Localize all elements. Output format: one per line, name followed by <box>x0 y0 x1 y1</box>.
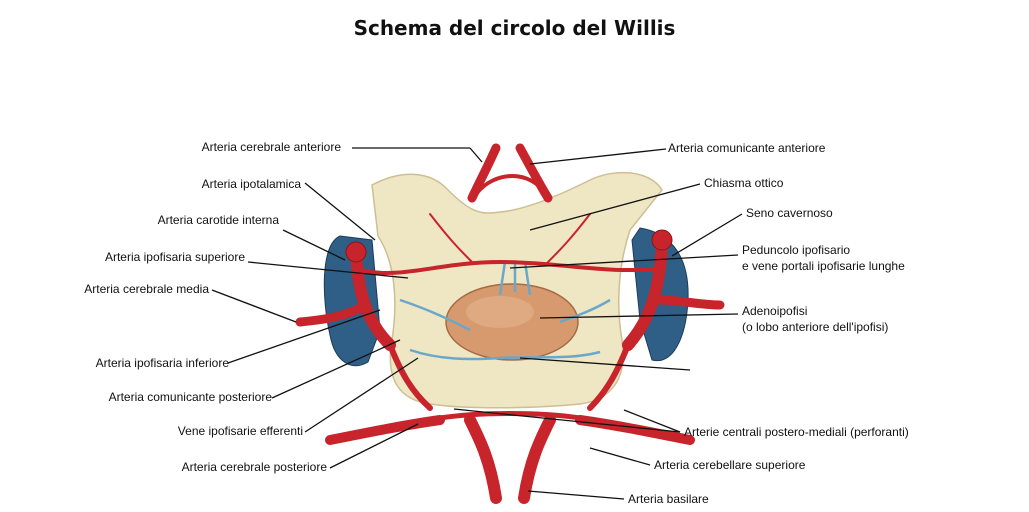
label-inferior-hypophyseal-artery: Arteria ipofisaria inferiore <box>96 356 229 370</box>
label-superior-hypophyseal-artery: Arteria ipofisaria superiore <box>105 250 245 264</box>
label-hypothalamic-artery: Arteria ipotalamica <box>202 177 301 191</box>
label-long-portal-veins: e vene portali ipofisarie lunghe <box>742 259 905 273</box>
label-basilar-artery: Arteria basilare <box>628 492 709 506</box>
label-superior-cerebellar-artery: Arteria cerebellare superiore <box>654 458 805 472</box>
label-posteromedial-central-arteries: Arterie centrali postero-mediali (perfor… <box>684 425 909 439</box>
label-middle-cerebral-artery: Arteria cerebrale media <box>84 282 209 296</box>
label-cavernous-sinus: Seno cavernoso <box>746 206 833 220</box>
label-efferent-hypophyseal-veins: Vene ipofisarie efferenti <box>178 424 303 438</box>
label-anterior-communicating-artery: Arteria comunicante anteriore <box>668 141 825 155</box>
label-anterior-cerebral-artery: Arteria cerebrale anteriore <box>202 140 341 154</box>
label-internal-carotid-artery: Arteria carotide interna <box>158 213 279 227</box>
label-optic-chiasm: Chiasma ottico <box>704 176 783 190</box>
label-anterior-lobe: (o lobo anteriore dell'ipofisi) <box>742 320 888 334</box>
label-hypophyseal-stalk: Peduncolo ipofisario <box>742 243 850 257</box>
label-posterior-cerebral-artery: Arteria cerebrale posteriore <box>182 460 327 474</box>
label-adenohypophysis: Adenoipofisi <box>742 304 807 318</box>
label-posterior-communicating-artery: Arteria comunicante posteriore <box>109 390 272 404</box>
